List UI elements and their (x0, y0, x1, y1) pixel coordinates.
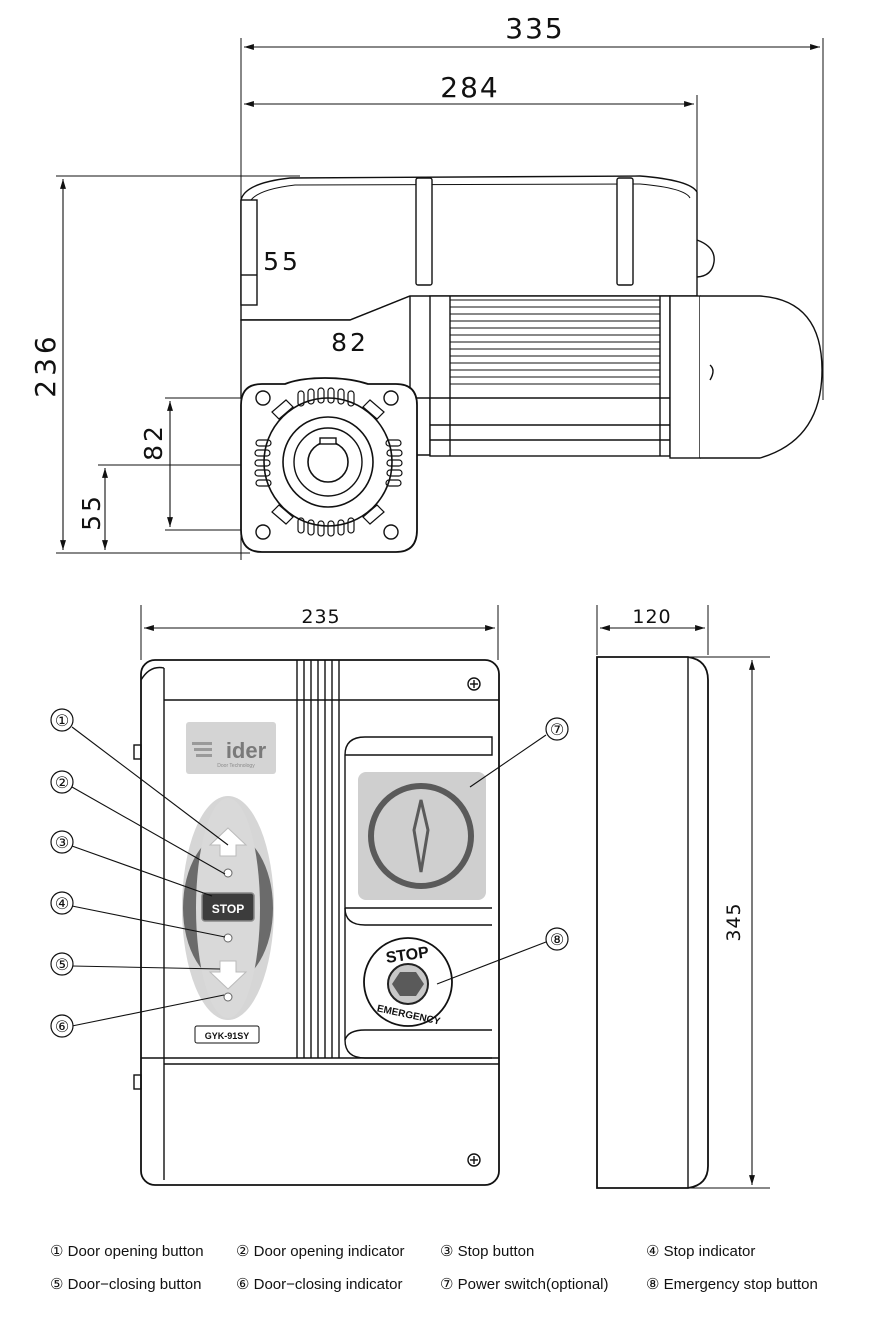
model-label: GYK-91SY (205, 1031, 250, 1041)
stop-button[interactable]: STOP (201, 892, 255, 922)
motor-dimension-labels: 335 284 236 55 82 82 55 (29, 12, 564, 531)
callout-3: ③ (55, 833, 69, 852)
dim-overall-width: 335 (505, 12, 564, 45)
door-closing-button[interactable] (208, 960, 248, 990)
callout-4: ④ (55, 894, 69, 913)
callout-numbers: ① ② ③ ④ ⑤ ⑥ ⑦ ⑧ (55, 711, 564, 1036)
legend-item-2: ② Door opening indicator (236, 1243, 405, 1260)
emergency-top-label: STOP (385, 944, 431, 967)
dim-height: 236 (29, 332, 62, 397)
dim-box-depth: 120 (632, 606, 671, 628)
legend-item-6: ⑥ Door−closing indicator (236, 1276, 403, 1293)
control-box-side (596, 605, 770, 1189)
logo-subtext: Door Technology (217, 763, 255, 769)
callout-7: ⑦ (550, 720, 564, 739)
button-panel: STOP GYK-91SY (182, 796, 274, 1044)
dim-shaft-v-offset: 55 (77, 493, 106, 531)
motor-drawing (56, 38, 824, 560)
dim-flange-width: 82 (331, 328, 369, 357)
stop-indicator (223, 933, 233, 943)
legend-item-4: ④ Stop indicator (646, 1243, 756, 1260)
legend-item-8: ⑧ Emergency stop button (646, 1276, 818, 1293)
legend-item-3: ③ Stop button (440, 1243, 535, 1260)
door-closing-indicator (223, 992, 233, 1002)
dim-box-width: 235 (301, 606, 340, 628)
callout-markers (50, 708, 569, 1038)
dim-shaft-h-offset: 55 (263, 247, 301, 276)
emergency-stop-button[interactable]: STOP EMERGENCY (363, 937, 453, 1028)
legend-item-5: ⑤ Door−closing button (50, 1276, 202, 1293)
callout-6: ⑥ (55, 1017, 69, 1036)
callout-5: ⑤ (55, 955, 69, 974)
door-opening-indicator (223, 868, 233, 878)
legend-item-1: ① Door opening button (50, 1243, 204, 1260)
callout-8: ⑧ (550, 930, 564, 949)
stop-button-label: STOP (212, 902, 244, 916)
logo-plate: ider Door Technology (186, 722, 276, 774)
legend-item-7: ⑦ Power switch(optional) (440, 1276, 609, 1293)
callout-2: ② (55, 773, 69, 792)
dim-flange-height: 82 (139, 423, 168, 461)
door-opening-button[interactable] (208, 827, 248, 857)
logo-text: ider (226, 738, 267, 763)
dim-body-width: 284 (440, 71, 499, 104)
dim-box-height: 345 (723, 902, 745, 941)
callout-leaders (71, 726, 547, 1027)
power-switch[interactable] (358, 772, 486, 900)
callout-1: ① (55, 711, 69, 730)
